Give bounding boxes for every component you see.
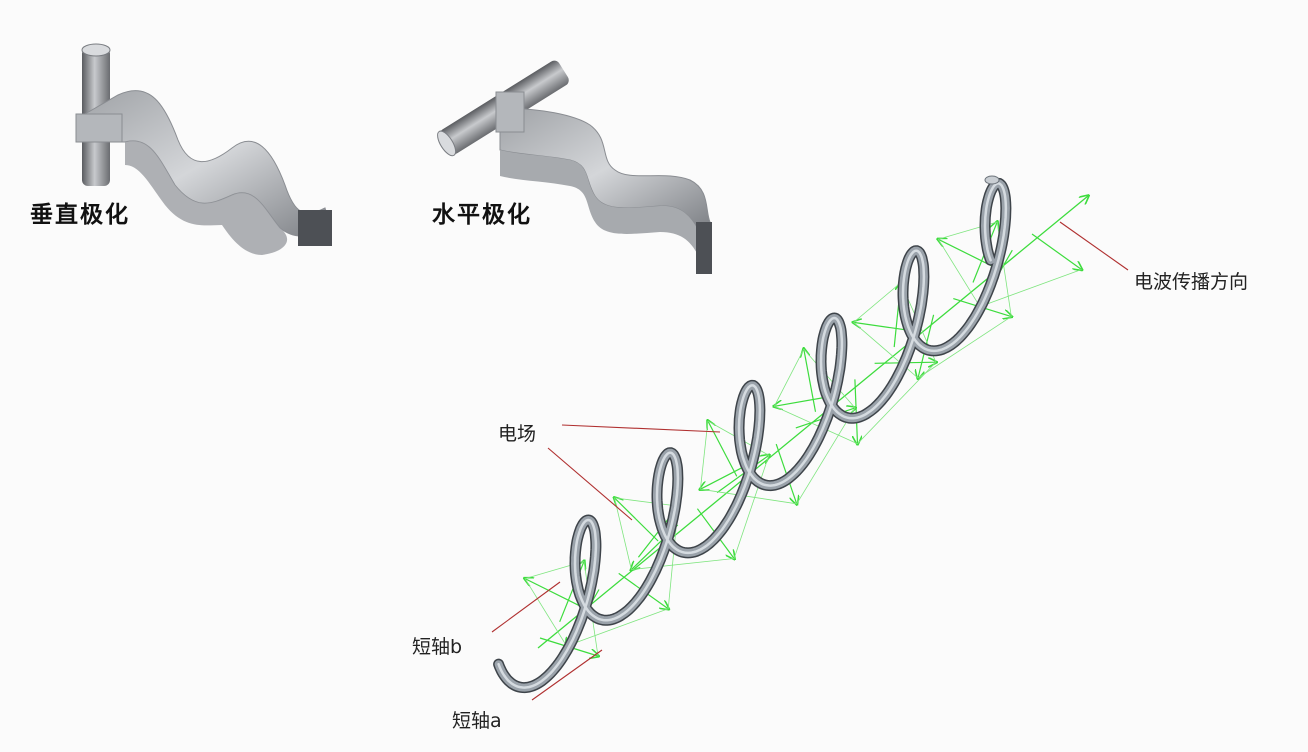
field-vector-arrow — [615, 498, 659, 542]
leader-minor-b — [491, 581, 561, 633]
vertical-ribbon-underside — [125, 140, 288, 255]
helix-coil-highlight — [497, 182, 1008, 689]
label-minor-axis-a: 短轴a — [452, 710, 502, 732]
horizontal-rod-end — [437, 130, 457, 157]
field-vector-arrow — [716, 455, 769, 494]
field-envelope-line — [700, 420, 709, 490]
field-envelope-line — [700, 488, 797, 505]
label-propagation-direction: 电波传播方向 — [1134, 271, 1248, 293]
field-vector-arrow — [708, 421, 738, 477]
helix-coil-shadow — [493, 177, 1012, 694]
field-vector-arrow — [855, 379, 858, 443]
field-envelope-line — [773, 348, 805, 407]
field-vector-arrow — [1031, 233, 1082, 270]
vertical-clamp — [75, 113, 123, 143]
horizontal-polarization-model — [437, 60, 712, 274]
helix-coil — [494, 179, 1010, 692]
field-envelope-line — [614, 497, 679, 507]
field-envelope-line — [733, 455, 770, 559]
field-envelope-line — [857, 361, 937, 444]
field-envelope-line — [796, 407, 856, 505]
caption-horizontal-polarization: 水平极化 — [432, 201, 532, 228]
horizontal-ribbon-end — [696, 222, 712, 274]
field-envelope-line — [917, 316, 1012, 379]
field-envelope-line — [979, 269, 1082, 307]
leader-propagation — [1059, 221, 1129, 271]
field-envelope-line — [614, 497, 632, 570]
caption-vertical-polarization: 垂直极化 — [30, 201, 130, 228]
field-envelope-line — [524, 578, 567, 647]
leader-lines — [491, 221, 1129, 701]
vertical-rod-top — [81, 43, 111, 57]
field-envelope-line — [631, 558, 735, 570]
field-vector-arrow — [525, 579, 580, 607]
vertical-wave-ribbon — [77, 90, 331, 237]
leader-minor-a — [531, 649, 603, 701]
vertical-ribbon-end — [298, 210, 332, 246]
field-vector-arrow — [938, 239, 993, 267]
label-electric-field: 电场 — [498, 423, 536, 445]
leader-efield-1 — [561, 424, 721, 433]
vertical-polarization-model — [75, 43, 332, 255]
field-envelope-line — [774, 405, 858, 445]
electric-field-vectors — [525, 196, 1088, 656]
helix-end-cap — [984, 175, 1000, 185]
field-envelope-line — [937, 239, 981, 307]
horizontal-clamp — [495, 91, 525, 133]
field-vector-arrow — [804, 349, 817, 412]
field-envelope-line — [566, 608, 669, 647]
label-minor-axis-b: 短轴b — [412, 636, 462, 658]
leader-efield-2 — [547, 447, 633, 521]
horizontal-ribbon-face — [500, 150, 698, 255]
field-envelope-line — [803, 348, 856, 409]
field-envelope-line — [853, 282, 902, 323]
